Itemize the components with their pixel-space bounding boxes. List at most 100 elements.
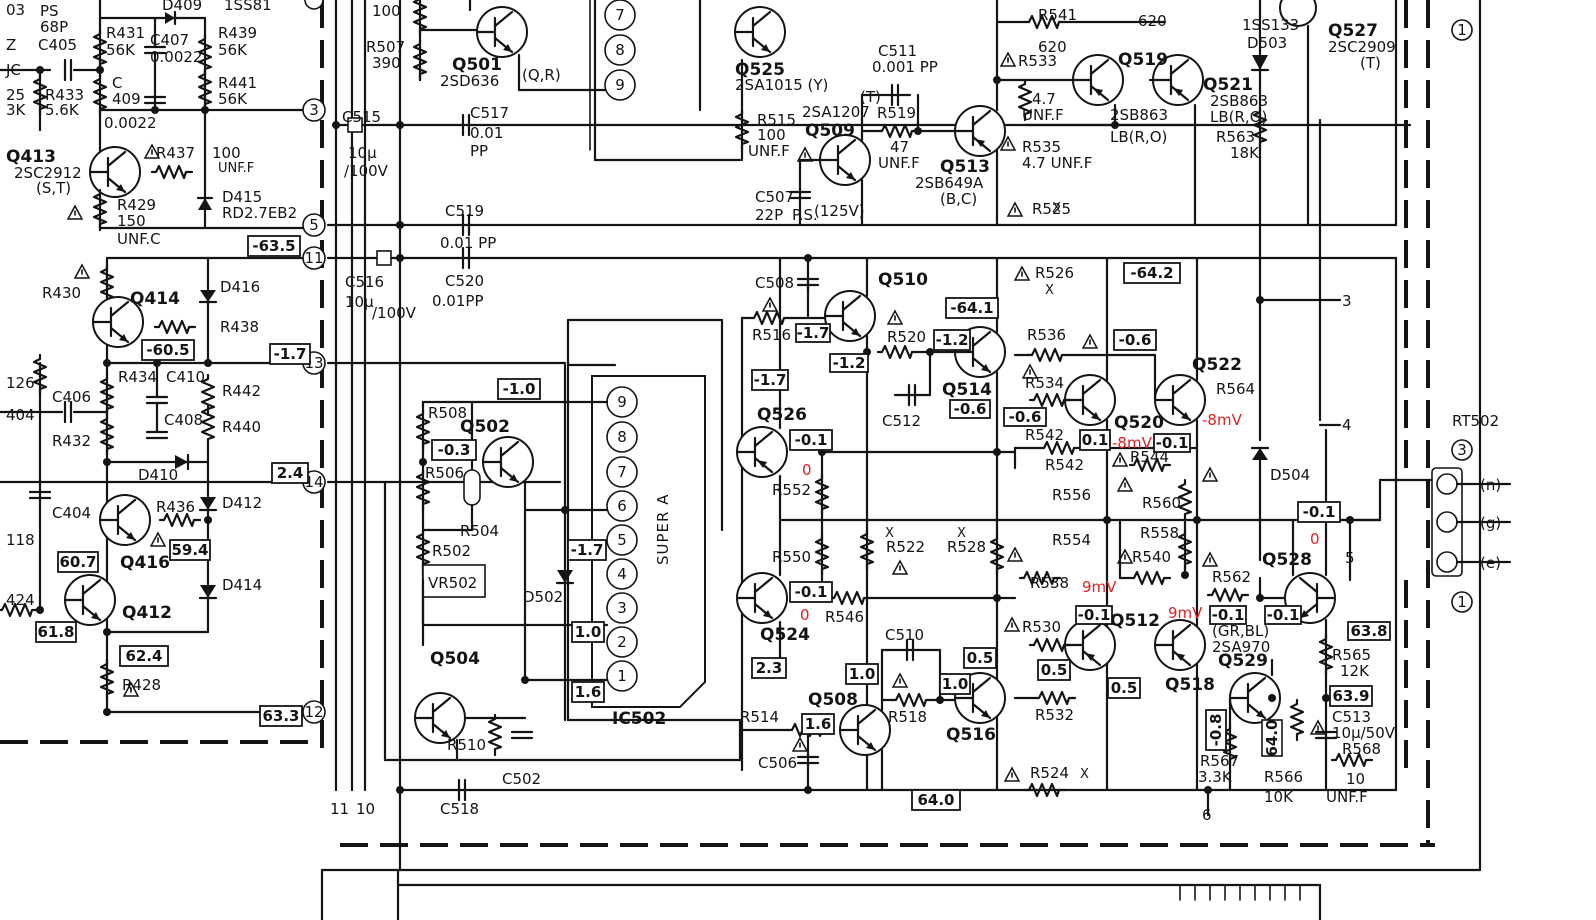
svg-text:10: 10: [356, 800, 375, 818]
svg-text:R510: R510: [447, 736, 486, 754]
svg-text:R535: R535: [1022, 138, 1061, 156]
svg-text:100: 100: [372, 2, 401, 20]
svg-text:18K: 18K: [1230, 144, 1260, 162]
svg-text:C506: C506: [758, 754, 797, 772]
svg-text:4.7: 4.7: [1032, 90, 1056, 108]
svg-text:R566: R566: [1264, 768, 1303, 786]
svg-text:56K: 56K: [218, 90, 248, 108]
voltage-box: 1.6: [805, 715, 832, 733]
voltage-box: -1.7: [797, 324, 830, 342]
svg-text:R442: R442: [222, 382, 261, 400]
svg-text:R518: R518: [888, 708, 927, 726]
svg-text:03: 03: [6, 1, 25, 19]
voltage-box: -63.5: [252, 237, 295, 255]
svg-text:X: X: [1045, 283, 1054, 298]
svg-text:620: 620: [1038, 38, 1067, 56]
svg-text:7: 7: [615, 6, 625, 24]
svg-text:Q504: Q504: [430, 649, 480, 669]
svg-text:R565: R565: [1332, 646, 1371, 664]
svg-text:Q518: Q518: [1165, 675, 1215, 695]
svg-text:R532: R532: [1035, 706, 1074, 724]
voltage-box: 59.4: [171, 541, 208, 559]
svg-text:Q521: Q521: [1203, 75, 1253, 95]
svg-text:Q414: Q414: [130, 289, 180, 309]
svg-text:PP: PP: [470, 142, 488, 160]
svg-text:X: X: [885, 526, 894, 541]
svg-text:0.01: 0.01: [470, 124, 503, 142]
svg-text:Q502: Q502: [460, 417, 510, 437]
coupling-caps: [347, 113, 471, 270]
voltage-box: 0.5: [967, 649, 994, 667]
svg-text:D504: D504: [1270, 466, 1310, 484]
svg-text:2SB863: 2SB863: [1210, 92, 1268, 110]
svg-text:(125V): (125V): [814, 202, 865, 220]
svg-text:1: 1: [1457, 593, 1467, 611]
voltage-box: 0.1: [1082, 431, 1109, 449]
measurement-q522: -8mV: [1202, 411, 1243, 429]
svg-text:100: 100: [212, 144, 241, 162]
svg-text:R508: R508: [428, 404, 467, 422]
junction-dots: [36, 66, 1354, 794]
svg-text:Q510: Q510: [878, 270, 928, 290]
svg-text:R550: R550: [772, 548, 811, 566]
ic-pin-1: 1: [617, 667, 627, 685]
svg-text:C516: C516: [345, 273, 384, 291]
svg-text:C513: C513: [1332, 708, 1371, 726]
voltage-box: 63.3: [262, 707, 299, 725]
svg-text:R506: R506: [425, 464, 464, 482]
rt502-connector: 1 3 1: [1431, 19, 1512, 613]
svg-text:P.S.: P.S.: [792, 206, 818, 224]
svg-text:D412: D412: [222, 494, 262, 512]
voltage-box: -0.1: [1078, 606, 1111, 624]
svg-text:Q522: Q522: [1192, 355, 1242, 375]
svg-text:10: 10: [1346, 770, 1365, 788]
svg-text:R536: R536: [1027, 326, 1066, 344]
svg-text:R502: R502: [432, 542, 471, 560]
svg-text:R440: R440: [222, 418, 261, 436]
conn-5: 5: [309, 216, 319, 234]
ic-pin-7: 7: [617, 463, 627, 481]
svg-text:0.001 PP: 0.001 PP: [872, 58, 938, 76]
svg-text:R525: R525: [1032, 200, 1071, 218]
svg-text:C515: C515: [342, 108, 381, 126]
svg-text:R568: R568: [1342, 740, 1381, 758]
svg-text:6: 6: [1202, 806, 1212, 824]
voltage-readings: -63.5 -60.5 -1.7 2.4 60.7 59.4 61.8 62.4…: [35, 235, 1391, 811]
svg-text:R507: R507: [366, 38, 405, 56]
svg-text:C407: C407: [150, 31, 189, 49]
svg-text:68P: 68P: [40, 18, 68, 36]
svg-text:C511: C511: [878, 42, 917, 60]
voltage-box: -0.1: [1267, 606, 1300, 624]
output-stage: [733, 0, 1437, 817]
svg-text:9: 9: [615, 76, 625, 94]
svg-text:Q514: Q514: [942, 380, 992, 400]
voltage-box: 0.5: [1111, 679, 1138, 697]
svg-text:X: X: [1080, 767, 1089, 782]
svg-text:C410: C410: [166, 368, 205, 386]
voltage-box: 1.0: [942, 675, 969, 693]
svg-text:56K: 56K: [106, 41, 136, 59]
svg-text:VR502: VR502: [428, 574, 477, 592]
svg-text:R567: R567: [1200, 752, 1239, 770]
svg-text:Q508: Q508: [808, 690, 858, 710]
svg-text:RT502: RT502: [1452, 412, 1499, 430]
svg-text:(T): (T): [1360, 54, 1381, 72]
svg-text:409: 409: [112, 90, 141, 108]
svg-text:100: 100: [757, 126, 786, 144]
measurement-q526: 0: [802, 461, 812, 479]
svg-text:Q527: Q527: [1328, 21, 1378, 41]
svg-text:(Q,R): (Q,R): [522, 66, 561, 84]
svg-text:Q513: Q513: [940, 157, 990, 177]
svg-text:2SC2909: 2SC2909: [1328, 38, 1396, 56]
svg-text:R533: R533: [1018, 52, 1057, 70]
q502-q504-area: [383, 363, 742, 802]
svg-text:R514: R514: [740, 708, 779, 726]
svg-text:R542: R542: [1025, 426, 1064, 444]
svg-text:Q525: Q525: [735, 60, 785, 80]
svg-text:C405: C405: [38, 36, 77, 54]
svg-text:R541: R541: [1038, 6, 1077, 24]
measurement-annotations: 0 0 -8mV -8mV 9mV 9mV 0: [800, 411, 1320, 624]
svg-text:424: 424: [6, 591, 35, 609]
svg-text:R431: R431: [106, 24, 145, 42]
voltage-box: -0.6: [1119, 331, 1152, 349]
